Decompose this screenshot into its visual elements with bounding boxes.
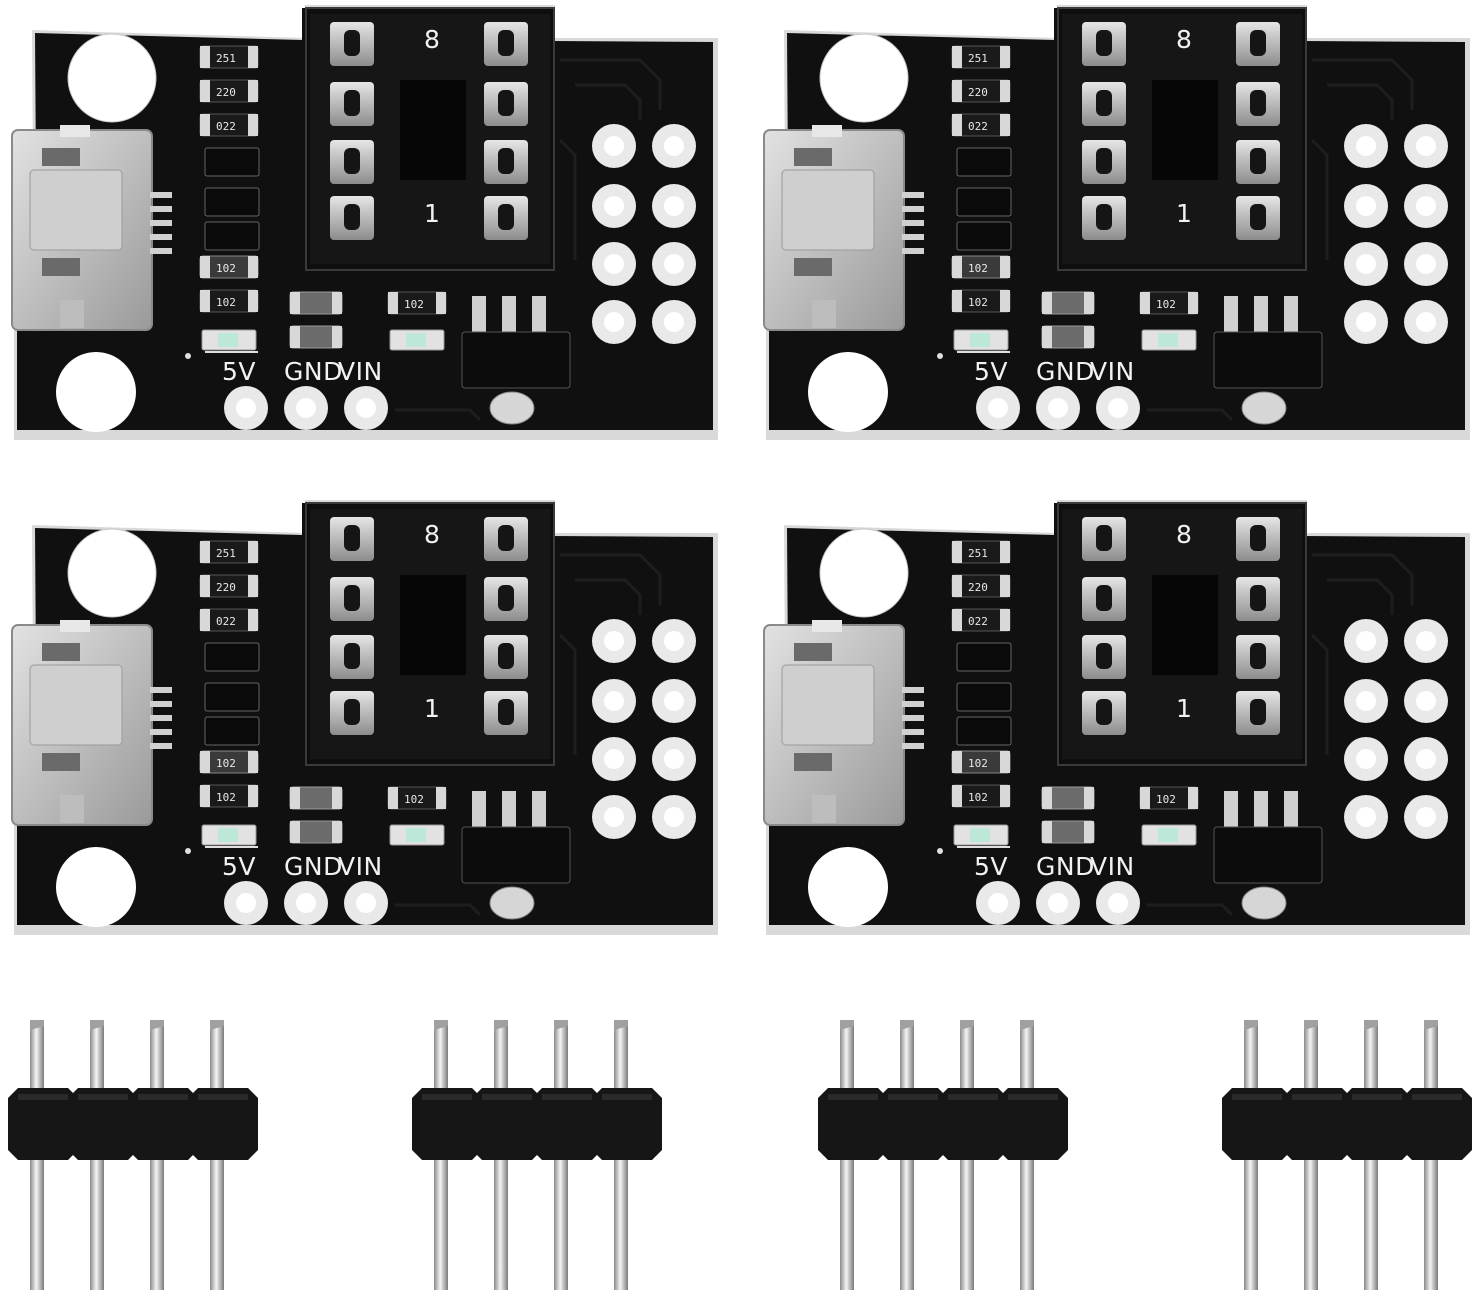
resistor-code-label: 102 [216,296,236,309]
resistor-code-label: 220 [968,86,988,99]
pin-header-4pin [8,1020,258,1290]
socket-pin-mark: 1 [1176,199,1192,228]
socket-pin-mark: 8 [424,520,440,549]
resistor-code-label: 102 [968,296,988,309]
pin-header-4pin [818,1020,1068,1290]
silkscreen-label: 5V [974,357,1008,386]
resistor-code-label: 022 [968,120,988,133]
socket-pin-mark: 1 [424,199,440,228]
resistor-code-label: 251 [216,547,236,560]
silkscreen-label: 5V [222,852,256,881]
socket-pin-mark: 8 [1176,520,1192,549]
resistor-code-label: 102 [968,791,988,804]
silkscreen-label: VIN [1090,852,1135,881]
socket-pin-mark: 1 [1176,694,1192,723]
silkscreen-label: GND [284,357,343,386]
silkscreen-label: VIN [338,357,383,386]
resistor-code-label: 022 [216,120,236,133]
resistor-code-label: 102 [1156,298,1176,311]
resistor-code-label: 102 [968,757,988,770]
resistor-code-label: 220 [216,86,236,99]
silkscreen-label: 5V [222,357,256,386]
socket-pin-mark: 8 [424,25,440,54]
resistor-code-label: 102 [216,262,236,275]
resistor-code-label: 102 [968,262,988,275]
resistor-code-label: 220 [968,581,988,594]
resistor-code-label: 102 [216,791,236,804]
resistor-code-label: 251 [968,52,988,65]
socket-pin-mark: 1 [424,694,440,723]
socket-pin-mark: 8 [1176,25,1192,54]
silkscreen-label: GND [284,852,343,881]
resistor-code-label: 102 [216,757,236,770]
silkscreen-label: GND [1036,852,1095,881]
silkscreen-label: 5V [974,852,1008,881]
resistor-code-label: 102 [404,298,424,311]
resistor-code-label: 251 [968,547,988,560]
silkscreen-label: VIN [338,852,383,881]
resistor-code-label: 102 [1156,793,1176,806]
silkscreen-label: VIN [1090,357,1135,386]
resistor-code-label: 220 [216,581,236,594]
resistor-code-label: 022 [216,615,236,628]
resistor-code-label: 251 [216,52,236,65]
silkscreen-label: GND [1036,357,1095,386]
resistor-code-label: 102 [404,793,424,806]
pin-header-4pin [412,1020,662,1290]
resistor-code-label: 022 [968,615,988,628]
pin-header-4pin [1222,1020,1472,1290]
